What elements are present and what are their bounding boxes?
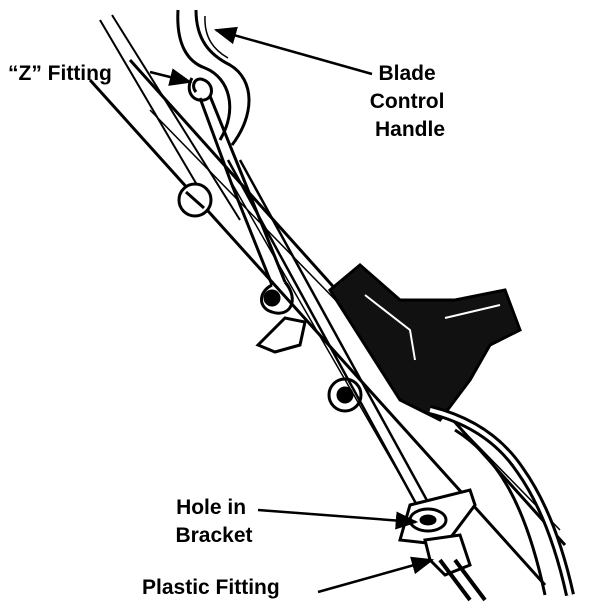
- hole-in-bracket: [398, 488, 477, 547]
- hole-in-bracket-leader: [257, 508, 419, 530]
- blade-control-handle-line-2: Control: [370, 90, 445, 113]
- hole-in-bracket-label: Hole in Bracket: [175, 496, 252, 547]
- blade-control-handle-label: Blade Control Handle: [370, 62, 451, 141]
- z-fitting-leader: [149, 68, 193, 86]
- plastic-fitting-label: Plastic Fitting: [142, 576, 280, 599]
- hole-in-bracket-line-2: Bracket: [175, 524, 252, 547]
- control-cable: [226, 159, 575, 597]
- blade-control-handle-leader: [213, 26, 373, 76]
- blade-control-handle-line-3: Handle: [375, 118, 445, 141]
- z-fitting-label: “Z” Fitting: [8, 62, 112, 85]
- blade-control-handle-rod: [176, 9, 251, 146]
- blade-control-handle-line-1: Blade: [378, 62, 435, 85]
- hole-in-bracket-line-1: Hole in: [176, 496, 246, 519]
- pivot-clip: [255, 316, 307, 354]
- plastic-fitting: [423, 533, 487, 602]
- leader-lines: [149, 26, 435, 594]
- plastic-fitting-leader: [317, 556, 435, 594]
- screw-head: [177, 182, 213, 218]
- control-bracket: [328, 263, 522, 422]
- z-fitting: [187, 77, 294, 315]
